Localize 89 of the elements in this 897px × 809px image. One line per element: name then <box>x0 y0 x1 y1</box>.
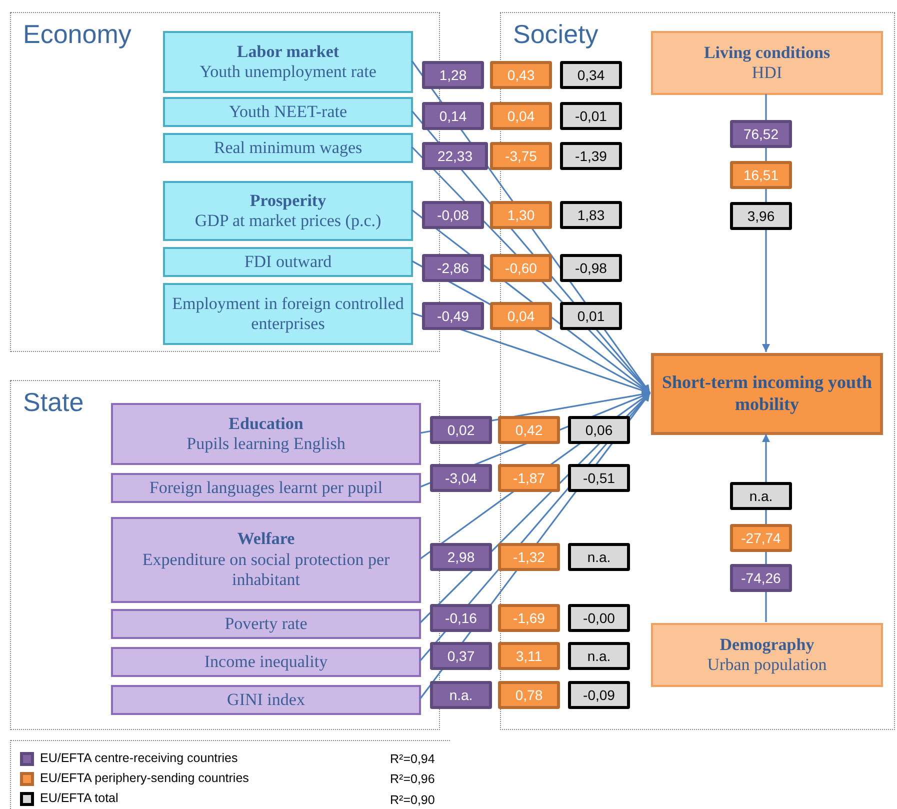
box-text: GDP at market prices (p.c.) <box>194 211 382 232</box>
box-heading: Living conditions <box>702 42 832 63</box>
coefficient-label: 0,78 <box>498 681 560 709</box>
outcome-box <box>651 353 883 435</box>
group-title: Society <box>513 19 598 50</box>
indicator-box <box>111 517 421 603</box>
box-text: Employment in foreign controlled enterprises <box>171 294 405 334</box>
coefficient-label: 0,04 <box>490 302 552 330</box>
coefficient-label: 3,11 <box>498 642 560 670</box>
coefficient-label: 3,96 <box>730 202 792 230</box>
coefficient-label: -1,39 <box>560 142 622 170</box>
group-title: State <box>23 387 84 418</box>
indicator-box <box>111 647 421 677</box>
coefficient-label: -0,01 <box>560 102 622 130</box>
coefficient-label: 0,14 <box>422 102 484 130</box>
coefficient-label: -3,75 <box>490 142 552 170</box>
box-text: HDI <box>750 63 784 84</box>
group-panel <box>500 12 895 730</box>
coefficient-label: 1,28 <box>422 61 484 89</box>
box-text: Short-term incoming youth mobility <box>661 372 873 416</box>
coefficient-label: -0,49 <box>422 302 484 330</box>
coefficient-label: n.a. <box>730 482 792 510</box>
coefficient-label: -0,51 <box>568 464 630 492</box>
coefficient-label: -1,32 <box>498 543 560 571</box>
coefficient-label: 0,43 <box>490 61 552 89</box>
coefficient-label: n.a. <box>430 681 492 709</box>
coefficient-label: -1,69 <box>498 604 560 632</box>
coefficient-label: -27,74 <box>730 524 792 552</box>
box-text: Youth unemployment rate <box>198 62 378 82</box>
coefficient-label: 0,42 <box>498 416 560 444</box>
box-text: Income inequality <box>203 652 329 672</box>
box-text: GINI index <box>226 690 306 710</box>
indicator-box <box>163 97 413 127</box>
coefficient-label: 1,30 <box>490 201 552 229</box>
box-heading: Prosperity <box>248 190 328 211</box>
indicator-box <box>111 403 421 465</box>
coefficient-label: 16,51 <box>730 161 792 189</box>
indicator-box <box>111 609 421 639</box>
group-panel <box>10 380 440 730</box>
coefficient-label: 2,98 <box>430 543 492 571</box>
coefficient-label: 0,06 <box>568 416 630 444</box>
legend-text: EU/EFTA total <box>40 791 118 805</box>
box-heading: Demography <box>718 634 816 655</box>
r-squared-note: R²=0,96 <box>390 772 435 786</box>
coefficient-label: -0,60 <box>490 254 552 282</box>
box-text: Pupils learning English <box>186 434 346 454</box>
box-text: Youth NEET-rate <box>228 102 348 122</box>
box-heading: Education <box>228 414 304 434</box>
coefficient-label: 1,83 <box>560 201 622 229</box>
coefficient-label: 76,52 <box>730 120 792 148</box>
coefficient-label: -0,98 <box>560 254 622 282</box>
coefficient-label: -2,86 <box>422 254 484 282</box>
coefficient-label: 0,34 <box>560 61 622 89</box>
coefficient-label: -0,16 <box>430 604 492 632</box>
indicator-box <box>163 283 413 345</box>
coefficient-label: -0,00 <box>568 604 630 632</box>
box-text: Real minimum wages <box>212 138 364 158</box>
indicator-box <box>111 685 421 715</box>
legend-text: EU/EFTA periphery-sending countries <box>40 771 249 785</box>
coefficient-label: n.a. <box>568 642 630 670</box>
coefficient-label: 0,01 <box>560 302 622 330</box>
group-title: Economy <box>23 19 132 50</box>
indicator-box <box>163 31 413 93</box>
box-text: FDI outward <box>243 252 333 272</box>
indicator-box <box>163 181 413 241</box>
coefficient-label: -0,09 <box>568 681 630 709</box>
coefficient-label: 0,04 <box>490 102 552 130</box>
box-text: Urban population <box>706 655 828 676</box>
box-text: Expenditure on social protection per inhabitant <box>141 550 391 591</box>
coefficient-label: -74,26 <box>730 564 792 592</box>
box-heading: Labor market <box>236 42 340 62</box>
legend-text: EU/EFTA centre-receiving countries <box>40 751 238 765</box>
indicator-box <box>111 473 421 503</box>
indicator-box <box>163 133 413 163</box>
coefficient-label: n.a. <box>568 543 630 571</box>
indicator-box <box>651 31 883 95</box>
indicator-box <box>163 247 413 277</box>
indicator-box <box>651 623 883 687</box>
coefficient-label: 0,02 <box>430 416 492 444</box>
coefficient-label: -3,04 <box>430 464 492 492</box>
r-squared-note: R²=0,90 <box>390 793 435 807</box>
coefficient-label: 0,37 <box>430 642 492 670</box>
box-text: Poverty rate <box>224 614 308 634</box>
coefficient-label: 22,33 <box>422 142 488 170</box>
box-heading: Welfare <box>236 529 296 550</box>
coefficient-label: -1,87 <box>498 464 560 492</box>
coefficient-label: -0,08 <box>422 201 484 229</box>
box-text: Foreign languages learnt per pupil <box>148 478 384 498</box>
r-squared-note: R²=0,94 <box>390 752 435 766</box>
